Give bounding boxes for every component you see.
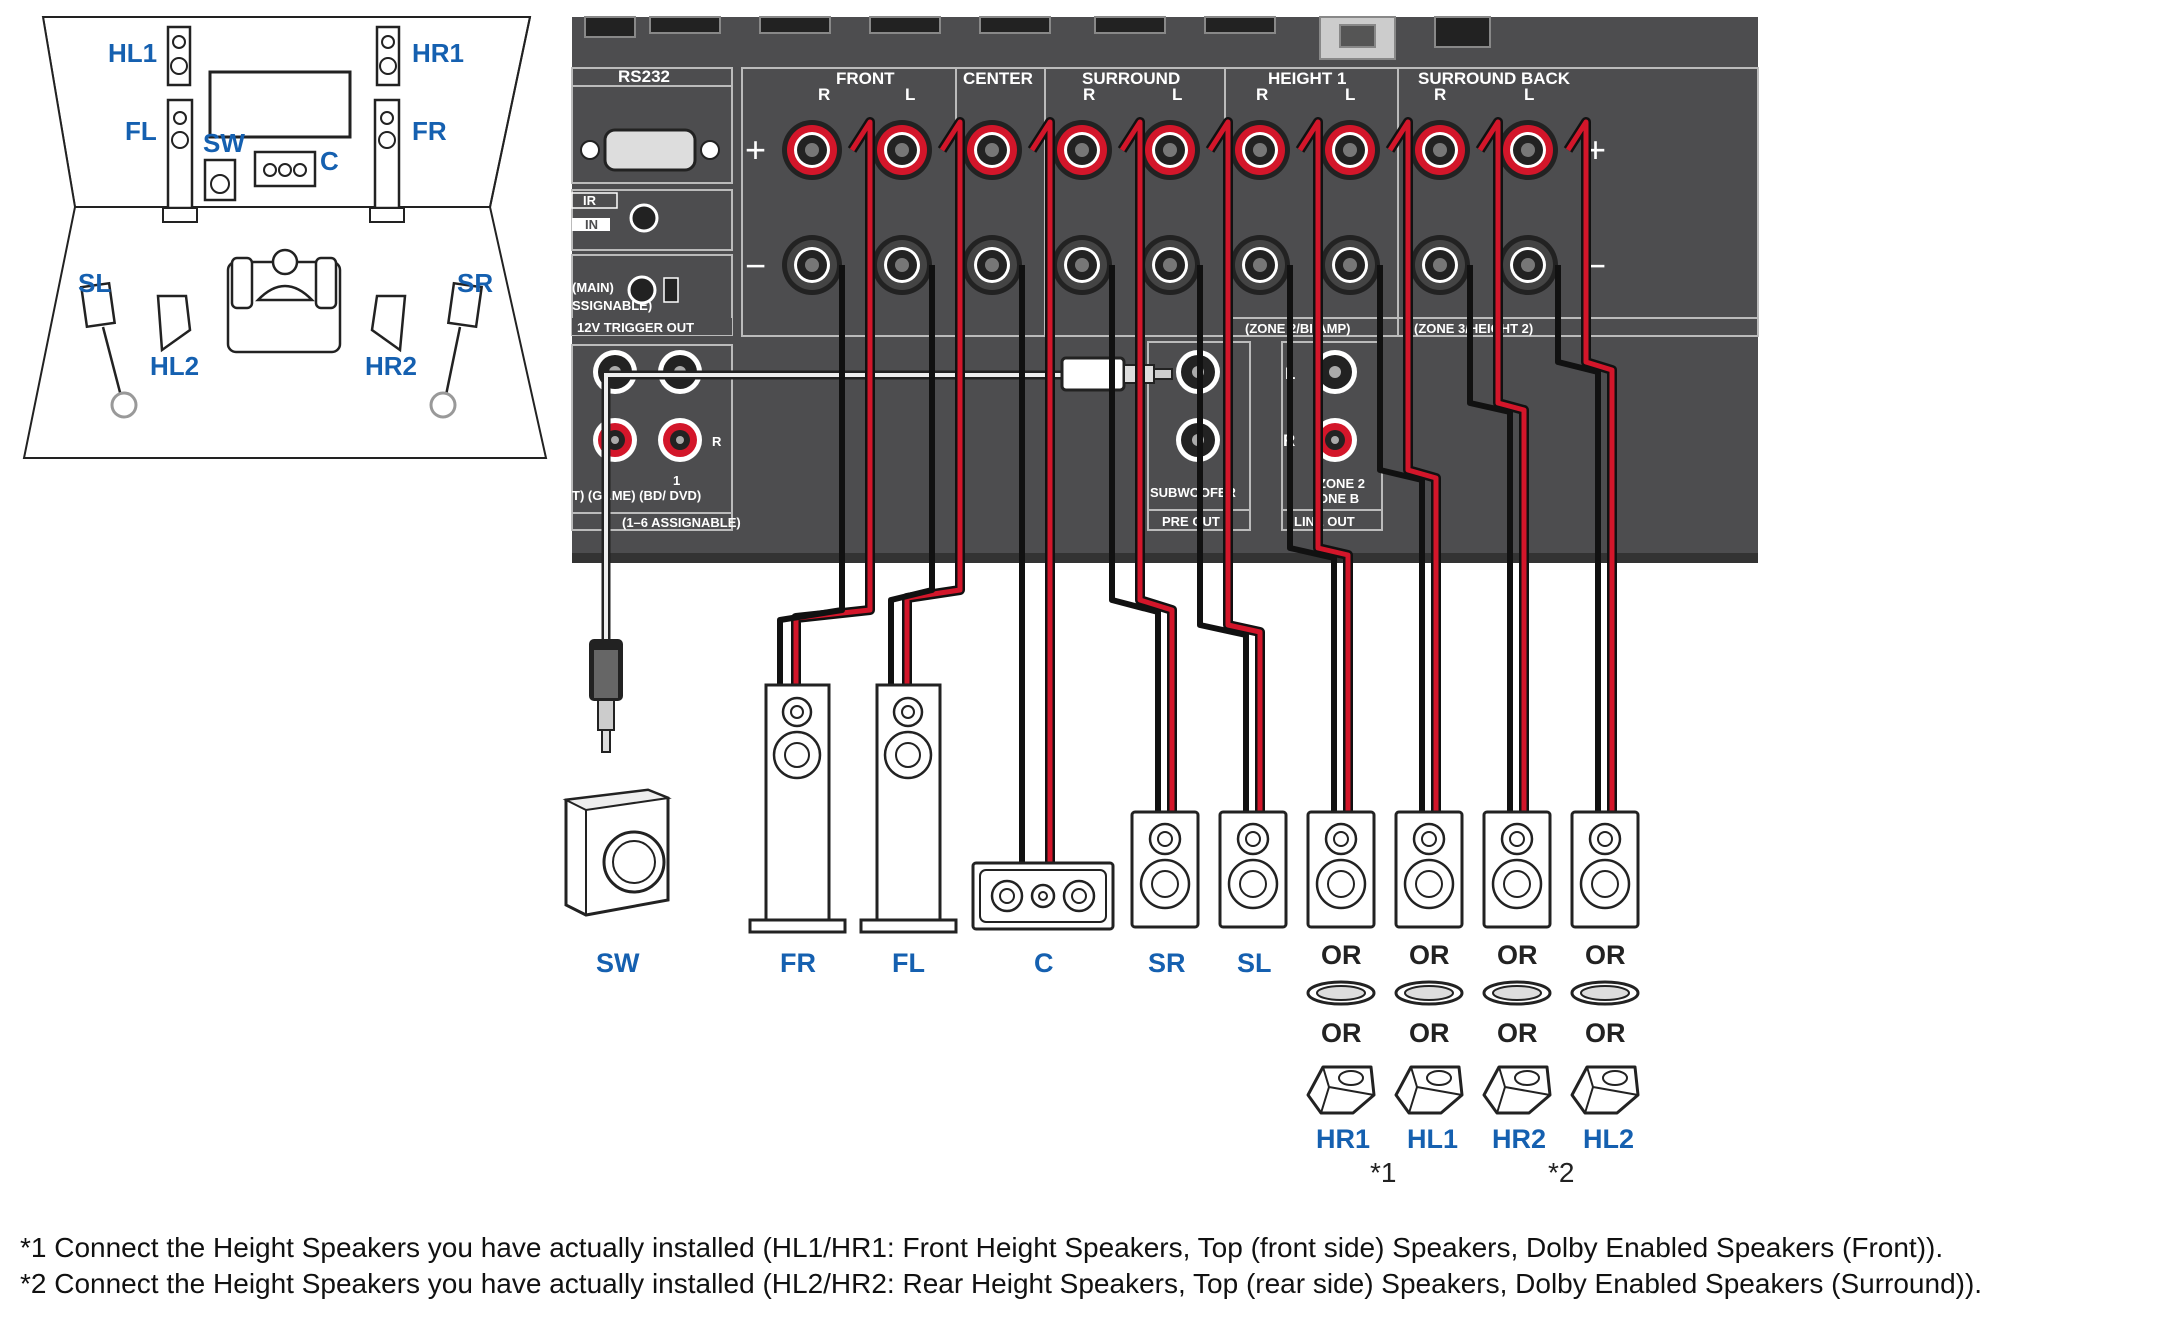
hl2-ceiling-speaker xyxy=(1570,980,1640,1006)
surround-l-label: L xyxy=(1172,85,1182,104)
hr2-ceiling-speaker xyxy=(1482,980,1552,1006)
speaker-label-fl: FL xyxy=(892,948,925,978)
input-one-label: 1 xyxy=(673,473,680,488)
hr1-dolby-speaker xyxy=(1306,1065,1376,1115)
footnote-1: *1 Connect the Height Speakers you have … xyxy=(20,1232,1944,1263)
room-label-fl: FL xyxy=(125,116,157,146)
room-label-hr2: HR2 xyxy=(365,351,417,381)
or-label-3b: OR xyxy=(1497,1018,1538,1048)
speaker-label-c: C xyxy=(1034,948,1054,978)
assignable-range-label: (1–6 ASSIGNABLE) xyxy=(622,515,741,530)
room-label-sl: SL xyxy=(78,268,111,298)
sr-speaker xyxy=(1130,810,1200,929)
speaker-label-fr: FR xyxy=(780,948,816,978)
speaker-label-hr1: HR1 xyxy=(1316,1124,1370,1154)
input-names-label: T) (GAME) (BD/ DVD) xyxy=(572,488,701,503)
speaker-label-hl2: HL2 xyxy=(1583,1124,1634,1154)
height1-l-label: L xyxy=(1345,85,1355,104)
assignable-label: SSIGNABLE) xyxy=(572,298,652,313)
sb-l-label: L xyxy=(1524,85,1534,104)
rs232-label: RS232 xyxy=(618,67,670,86)
ir-label: IR xyxy=(583,193,597,208)
hr1-bookshelf-speaker xyxy=(1306,810,1376,929)
note-mark-1: *1 xyxy=(1370,1157,1396,1188)
receiver-rear-panel: RS232 IR IN (MAIN) SSIGNABLE) 12V TRIGGE… xyxy=(571,16,1759,563)
trigger-label: 12V TRIGGER OUT xyxy=(577,320,694,335)
or-label-1b: OR xyxy=(1321,1018,1362,1048)
room-label-hl1: HL1 xyxy=(108,38,157,68)
fr-tower-speaker xyxy=(748,683,847,934)
or-label-4a: OR xyxy=(1585,940,1626,970)
room-label-hr1: HR1 xyxy=(412,38,464,68)
or-label-1a: OR xyxy=(1321,940,1362,970)
room-label-fr: FR xyxy=(412,116,447,146)
height1-label: HEIGHT 1 xyxy=(1268,69,1346,88)
room-label-c: C xyxy=(320,146,339,176)
zone2-biamp-label: (ZONE 2/BI-AMP) xyxy=(1245,321,1350,336)
hr2-dolby-speaker xyxy=(1482,1065,1552,1115)
sl-speaker xyxy=(1218,810,1288,929)
hl2-dolby-speaker xyxy=(1570,1065,1640,1115)
speaker-label-sr: SR xyxy=(1148,948,1186,978)
room-label-sw: SW xyxy=(203,128,245,158)
surround-label: SURROUND xyxy=(1082,69,1180,88)
panel-plus-left: + xyxy=(745,129,766,170)
line-out-label: LINE OUT xyxy=(1294,514,1355,529)
hr2-bookshelf-speaker xyxy=(1482,810,1552,929)
speaker-label-sw: SW xyxy=(596,948,640,978)
in-label: IN xyxy=(585,217,598,232)
subwoofer-cable xyxy=(589,356,1173,753)
zone3-height2-label: (ZONE 3/HEIGHT 2) xyxy=(1414,321,1533,336)
speaker-row xyxy=(562,683,1640,1115)
front-r-label: R xyxy=(818,85,830,104)
room-layout: HL1 HR1 FL FR SW C SL SR HL2 HR2 xyxy=(22,16,548,459)
center-label: CENTER xyxy=(963,69,1033,88)
surround-back-label: SURROUND BACK xyxy=(1418,69,1571,88)
hl1-ceiling-speaker xyxy=(1394,980,1464,1006)
height1-r-label: R xyxy=(1256,85,1268,104)
zone2-b-label: ONE B xyxy=(1318,491,1359,506)
front-label: FRONT xyxy=(836,69,895,88)
speaker-label-hl1: HL1 xyxy=(1407,1124,1458,1154)
panel-minus-left: − xyxy=(745,245,766,286)
or-label-4b: OR xyxy=(1585,1018,1626,1048)
center-speaker xyxy=(971,861,1115,931)
sb-r-label: R xyxy=(1434,85,1446,104)
hl1-dolby-speaker xyxy=(1394,1065,1464,1115)
main-label: (MAIN) xyxy=(572,280,614,295)
or-label-3a: OR xyxy=(1497,940,1538,970)
or-label-2a: OR xyxy=(1409,940,1450,970)
or-label-2b: OR xyxy=(1409,1018,1450,1048)
pre-out-label: PRE OUT xyxy=(1162,514,1220,529)
note-mark-2: *2 xyxy=(1548,1157,1574,1188)
hr1-ceiling-speaker xyxy=(1306,980,1376,1006)
speaker-label-hr2: HR2 xyxy=(1492,1124,1546,1154)
zone2-a-label: ZONE 2 xyxy=(1318,476,1365,491)
subwoofer-label: SUBWOOFER xyxy=(1150,485,1237,500)
hl2-bookshelf-speaker xyxy=(1570,810,1640,929)
surround-r-label: R xyxy=(1083,85,1095,104)
speaker-cables xyxy=(777,117,1617,870)
speaker-label-sl: SL xyxy=(1237,948,1272,978)
footnote-2: *2 Connect the Height Speakers you have … xyxy=(20,1268,1983,1299)
room-label-hl2: HL2 xyxy=(150,351,199,381)
rca-r-label: R xyxy=(712,434,722,449)
hl1-bookshelf-speaker xyxy=(1394,810,1464,929)
subwoofer-speaker xyxy=(562,788,672,917)
room-label-sr: SR xyxy=(457,268,493,298)
front-l-label: L xyxy=(905,85,915,104)
fl-tower-speaker xyxy=(859,683,958,934)
